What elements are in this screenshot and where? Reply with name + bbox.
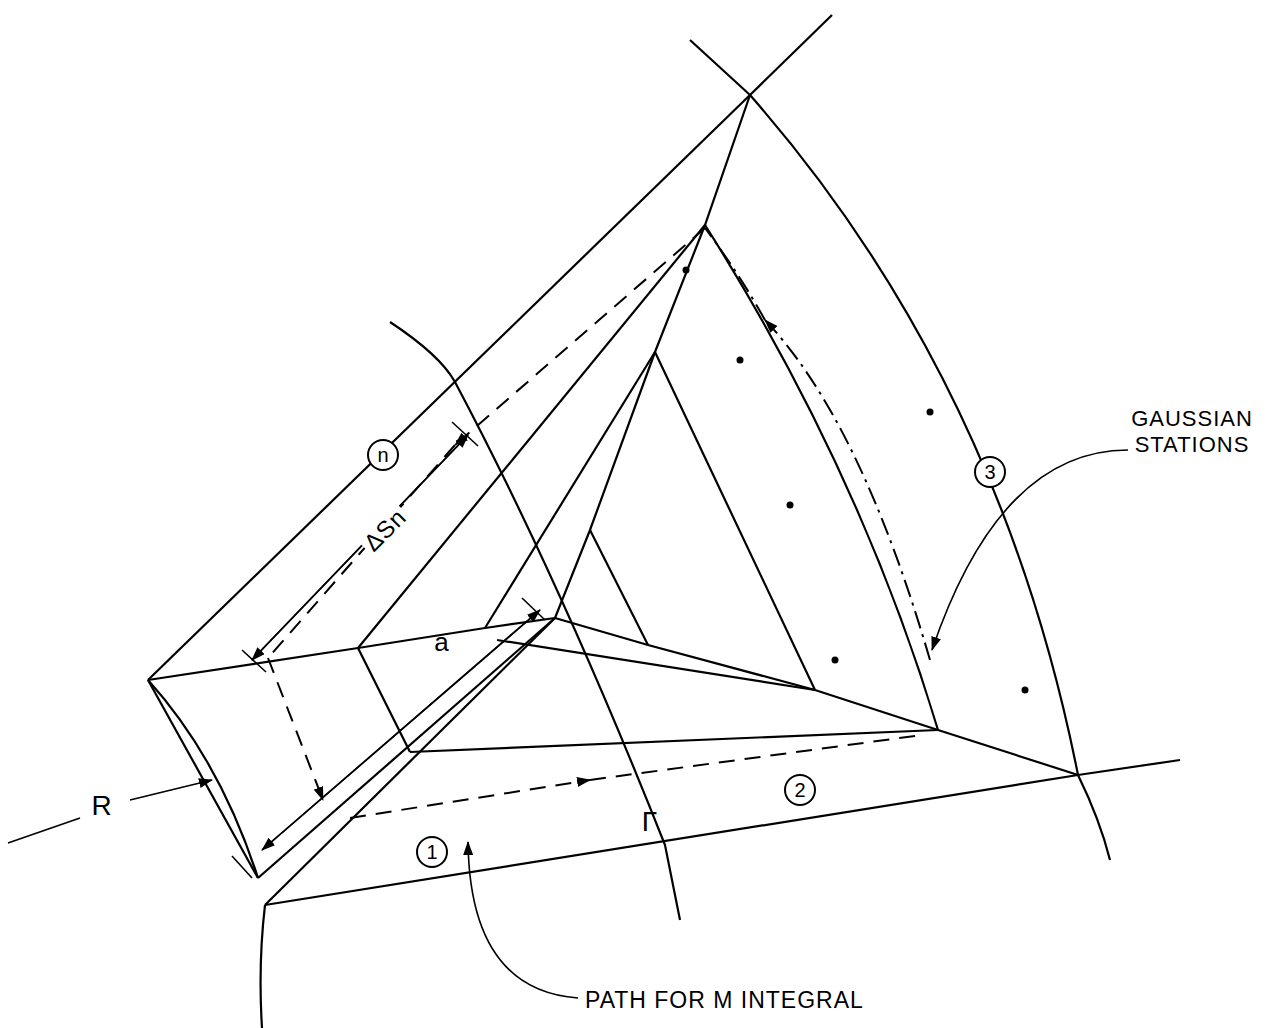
callout-text: GAUSSIAN STATIONS xyxy=(1122,406,1262,459)
segment-number: 2 xyxy=(784,774,816,806)
radius-label: R xyxy=(91,792,112,820)
callout-number: n xyxy=(377,445,388,465)
dimension-label: a xyxy=(434,629,449,655)
dimension-label: ΔSn xyxy=(357,502,412,557)
segment-number: 1 xyxy=(416,836,448,868)
callout-number: 1 xyxy=(426,842,437,862)
callout-number: 2 xyxy=(794,780,805,800)
segment-number: 3 xyxy=(974,456,1006,488)
callout-circle: n xyxy=(367,439,399,471)
callout-number: 3 xyxy=(984,462,995,482)
callout-text: PATH FOR M INTEGRAL xyxy=(585,989,864,1012)
contour-label: Γ xyxy=(642,808,658,836)
